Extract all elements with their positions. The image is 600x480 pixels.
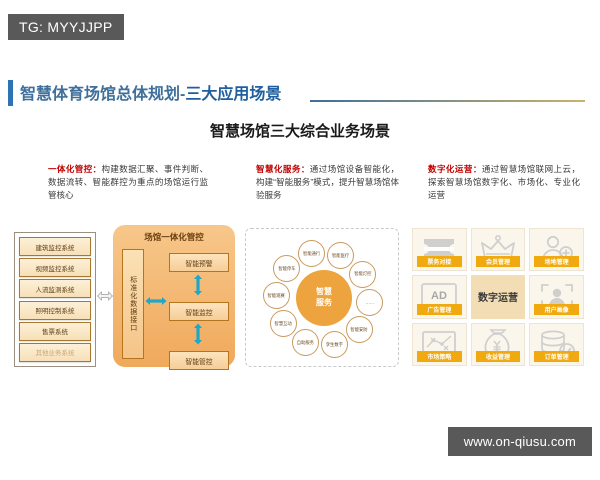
ring-node: 孪生数字 <box>320 331 348 359</box>
ring-node: 智能观赛 <box>262 282 290 310</box>
page-title-main: 智慧体育场馆总体规划- <box>20 86 186 103</box>
grid-cell-label: 收益管理 <box>475 350 521 362</box>
header-divider-line <box>310 100 585 102</box>
ring-node: 自助服务 <box>291 329 319 357</box>
grid-cell-venue[interactable]: 场地管理 <box>529 228 584 272</box>
grid-cell-center: 数字运营 <box>470 275 526 319</box>
vertical-bidirectional-arrow-icon <box>194 274 202 296</box>
vertical-bidirectional-arrow-icon <box>194 323 202 345</box>
ring-node: …… <box>356 288 384 316</box>
grid-cell-label: 会员管理 <box>475 256 521 268</box>
stack-item: 售票系统 <box>19 321 91 341</box>
description-lead-1: 一体化管控： <box>48 164 102 174</box>
bidirectional-arrow-icon <box>97 291 113 301</box>
ring-core-line1: 智慧 <box>316 287 332 297</box>
page-title-accent: 三大应用场景 <box>185 86 282 103</box>
header-accent-bar <box>8 80 13 106</box>
grid-cell-membership[interactable]: 会员管理 <box>470 228 526 272</box>
grid-cell-label: 用户画像 <box>534 303 579 315</box>
ring-core: 智慧 服务 <box>296 270 352 326</box>
ad-label: AD <box>431 290 447 302</box>
control-box-monitor: 智能监控 <box>169 302 229 321</box>
ring-node: 智能停车 <box>273 255 301 283</box>
control-box-warning: 智能预警 <box>169 253 229 272</box>
grid-cell-label: 票务对接 <box>417 256 462 268</box>
description-lead-3: 数字化运营： <box>428 164 482 174</box>
grid-cell-revenue[interactable]: 收益管理 <box>470 322 526 366</box>
page-title: 智慧体育场馆总体规划-三大应用场景 <box>20 80 281 104</box>
crown-icon <box>481 234 515 259</box>
ring-node: 智能医疗 <box>327 241 355 269</box>
grid-cell-label: 订单管理 <box>534 350 579 362</box>
stack-item: 照明控制系统 <box>19 300 91 320</box>
description-lead-2: 智慧化服务： <box>256 164 310 174</box>
grid-cell-advertising[interactable]: AD 广告管理 <box>412 275 467 319</box>
page-subtitle: 智慧场馆三大综合业务场景 <box>209 123 390 140</box>
grid-cell-market-strategy[interactable]: 市场策略 <box>412 322 467 366</box>
description-body-2: 通过场馆设备智能化，构建“智能服务”模式，提升智慧场馆体验服务 <box>256 164 399 201</box>
ring-node: 智能灯控 <box>349 260 377 288</box>
subsystem-stack-panel: 建筑监控系统 视频监控系统 人流监测系统 照明控制系统 售票系统 其他业务系统 <box>14 232 96 367</box>
control-box-manage: 智能管控 <box>169 351 229 370</box>
stack-item: 视频监控系统 <box>19 258 91 278</box>
stack-item: 人流监测系统 <box>19 279 91 299</box>
stack-item: 建筑监控系统 <box>19 237 91 256</box>
stack-item: 其他业务系统 <box>19 342 91 362</box>
description-smart-service: 智慧化服务：通过场馆设备智能化，构建“智能服务”模式，提升智慧场馆体验服务 <box>256 163 399 203</box>
tg-badge: TG: MYYJJPP <box>8 14 124 40</box>
grid-cell-label: 广告管理 <box>417 303 462 315</box>
description-digital-operation: 数字化运营：通过智慧场馆联网上云，探索智慧场馆数字化、市场化、专业化运营 <box>428 163 580 203</box>
smart-service-ring-panel: 智慧 服务 智能通行 智能医疗 智能灯控 …… 智能安防 孪生数字 自助服务 智… <box>245 228 399 367</box>
ticket-icon <box>424 239 455 259</box>
digital-operation-center-label: 数字运营 <box>477 293 518 305</box>
ring-node: 智能通行 <box>298 239 326 267</box>
integrated-control-panel: 场馆一体化管控 标准化数据接口 智能预警 智能监控 智能管控 <box>113 225 235 370</box>
grid-cell-label: 市场策略 <box>417 350 462 362</box>
grid-cell-user-profile[interactable]: 用户画像 <box>529 275 584 319</box>
description-body-3: 通过智慧场馆联网上云，探索智慧场馆数字化、市场化、专业化运营 <box>428 164 580 201</box>
page-header: 智慧体育场馆总体规划-三大应用场景 <box>0 78 600 108</box>
watermark: www.on-qiusu.com <box>447 427 592 456</box>
grid-cell-order[interactable]: 订单管理 <box>529 322 584 366</box>
horizontal-bidirectional-arrow-icon <box>145 297 167 305</box>
grid-cell-label: 场地管理 <box>534 256 579 268</box>
ring-core-line2: 服务 <box>316 298 332 307</box>
grid-cell-ticket[interactable]: 票务对接 <box>412 228 467 272</box>
digital-operation-grid: 票务对接 会员管理 场地管理 AD 广告管理 数字运营 <box>412 228 584 366</box>
description-integrated-control: 一体化管控：构建数据汇聚、事件判断、数据流转、智能群控为重点的场馆运行监管核心 <box>48 163 208 203</box>
ring-node: 智慧互动 <box>269 310 297 338</box>
control-panel-title: 场馆一体化管控 <box>144 232 204 242</box>
ring-node: 智能安防 <box>345 315 373 343</box>
standard-data-interface: 标准化数据接口 <box>122 249 144 359</box>
description-body-1: 构建数据汇聚、事件判断、数据流转、智能群控为重点的场馆运行监管核心 <box>48 164 208 201</box>
